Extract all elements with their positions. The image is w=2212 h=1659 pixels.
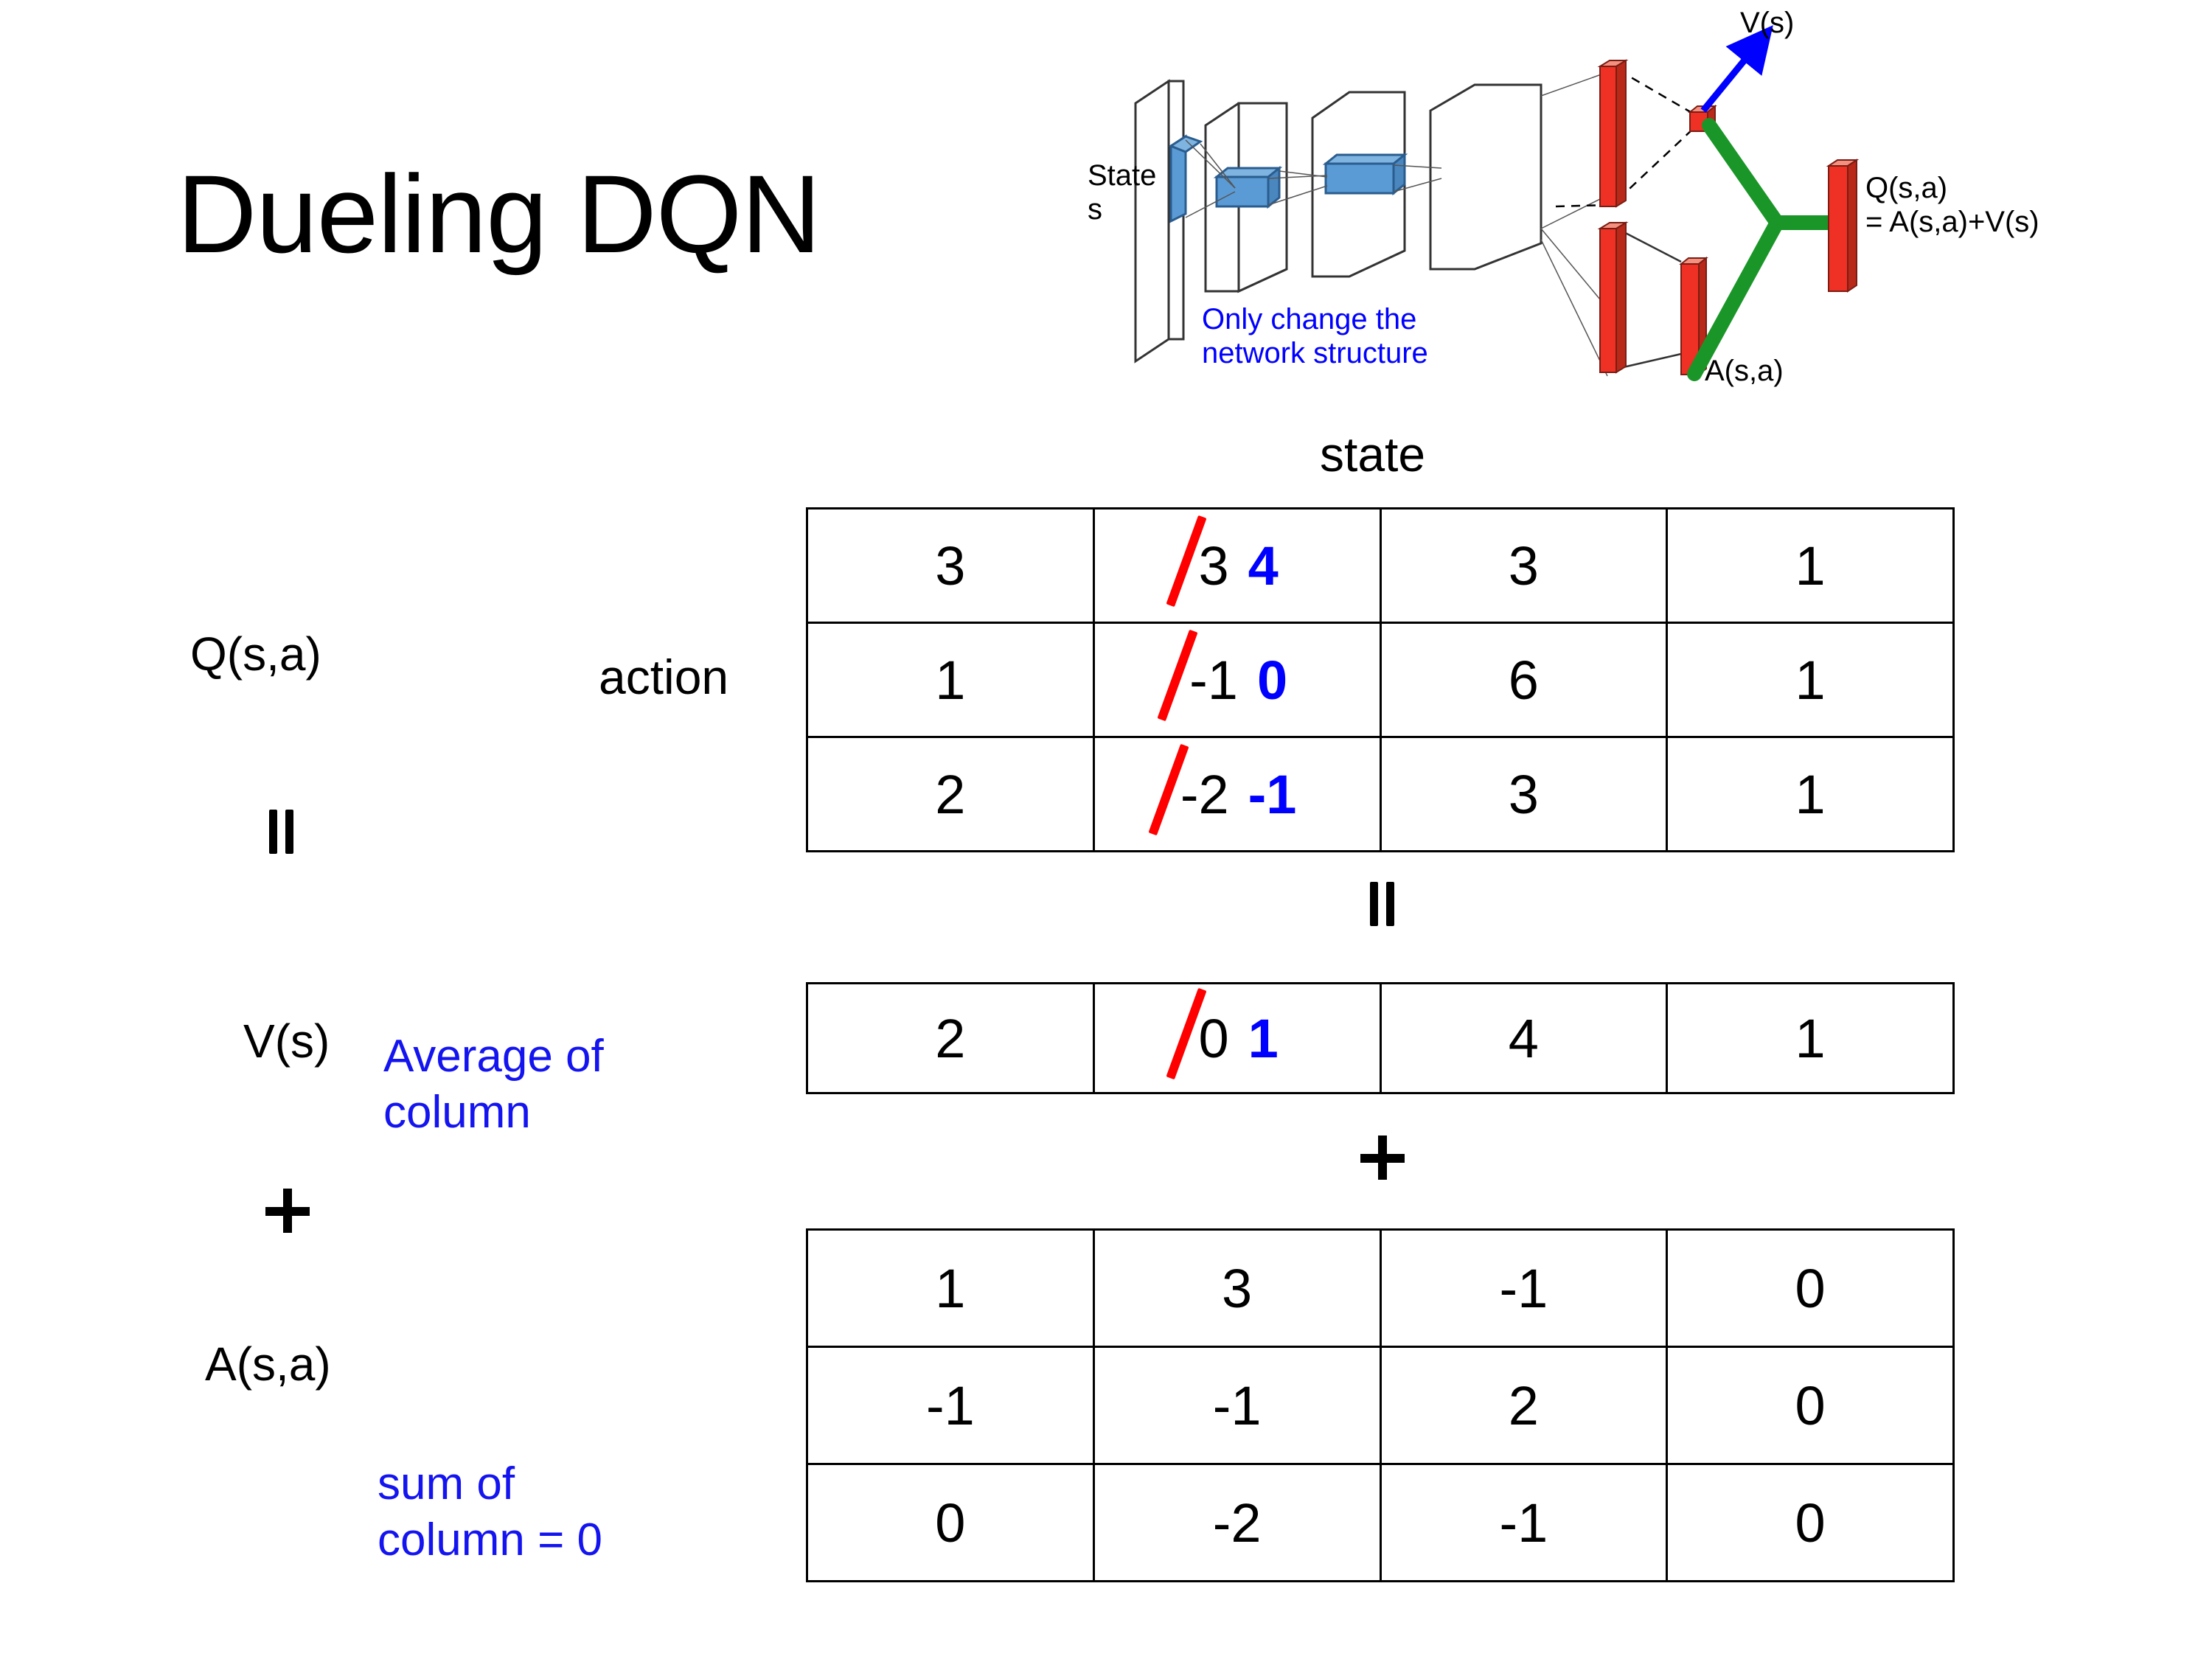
q-cell-r2c2: 3 [1379,736,1669,852]
table-row: 3 3 4 3 1 [806,507,1955,624]
q-old-value-r1c1: -1 [1186,649,1241,712]
q-cell-r2c3: 1 [1666,736,1955,852]
diagram-a-output-label: A(s,a) [1705,355,1784,387]
average-note-line1: Average of [383,1031,604,1082]
a-cell-r2c1: -2 [1092,1463,1382,1582]
left-equals-operator [262,810,302,854]
v-cell-c2: 4 [1379,982,1669,1094]
q-cell-r1c0: 1 [806,622,1095,738]
a-cell-r1c3: 0 [1666,1346,1955,1465]
q-old-value-r2c1: -2 [1178,763,1232,826]
a-cell-r0c2: -1 [1379,1228,1669,1348]
page-title: Dueling DQN [177,152,821,276]
q-old-value-r0c1: 3 [1195,535,1231,597]
diagram-note-line1: Only change the [1202,303,1417,335]
table-row: 1 -1 0 6 1 [806,622,1955,738]
left-plus-operator [265,1189,310,1233]
a-cell-r1c0: -1 [806,1346,1095,1465]
q-cell-r0c2: 3 [1379,507,1669,624]
q-cell-r0c3: 1 [1666,507,1955,624]
q-new-value-r1c1: 0 [1256,649,1288,711]
a-cell-r0c1: 3 [1092,1228,1382,1348]
q-cell-r0c0: 3 [806,507,1095,624]
q-output-line2: = A(s,a)+V(s) [1865,206,2039,238]
table-row: -1 -1 2 0 [806,1346,1955,1465]
q-cell-r0c1: 3 4 [1092,507,1382,624]
q-new-value-r2c1: -1 [1248,763,1297,825]
table-row: 2 -2 -1 3 1 [806,736,1955,852]
a-cell-r2c3: 0 [1666,1463,1955,1582]
a-cell-r0c3: 0 [1666,1228,1955,1348]
diagram-note: Only change the network structure [1202,302,1428,370]
a-cell-r1c2: 2 [1379,1346,1669,1465]
v-cell-c1: 0 1 [1092,982,1382,1094]
diagram-q-output-label: Q(s,a) = A(s,a)+V(s) [1865,171,2039,239]
q-section-label: Q(s,a) [190,627,321,681]
v-cell-c0: 2 [806,982,1095,1094]
advantage-value-table: 1 3 -1 0 -1 -1 2 0 0 -2 -1 0 [806,1228,1955,1582]
state-label-line1: State [1088,159,1157,192]
q-to-v-equals-operator [1363,882,1402,926]
state-label-line2: s [1088,193,1102,226]
a-cell-r2c2: -1 [1379,1463,1669,1582]
q-output-line1: Q(s,a) [1865,172,1948,204]
v-section-label: V(s) [243,1015,330,1068]
table-row: 2 0 1 4 1 [806,982,1955,1094]
network-architecture-diagram: State s Only change the network structur… [1088,7,2205,409]
diagram-v-output-label: V(s) [1740,7,1795,39]
q-cell-r2c1: -2 -1 [1092,736,1382,852]
table-row: 1 3 -1 0 [806,1228,1955,1348]
state-axis-label: state [1320,427,1426,481]
a-cell-r1c1: -1 [1092,1346,1382,1465]
q-cell-r1c1: -1 0 [1092,622,1382,738]
q-cell-r1c3: 1 [1666,622,1955,738]
v-cell-c3: 1 [1666,982,1955,1094]
q-new-value-r0c1: 4 [1248,535,1279,597]
a-section-label: A(s,a) [205,1338,331,1391]
sum-of-column-note: sum of column = 0 [378,1456,602,1568]
average-of-column-note: Average of column [383,1029,604,1140]
action-axis-label: action [599,650,729,704]
q-value-table: 3 3 4 3 1 1 -1 0 6 1 2 -2 -1 3 1 [806,507,1955,852]
table-row: 0 -2 -1 0 [806,1463,1955,1582]
a-cell-r0c0: 1 [806,1228,1095,1348]
v-old-value-c1: 0 [1195,1007,1231,1070]
diagram-note-line2: network structure [1202,337,1428,369]
v-to-a-plus-operator [1360,1135,1405,1180]
average-note-line2: column [383,1086,531,1138]
diagram-state-label: State s [1088,159,1156,226]
a-cell-r2c0: 0 [806,1463,1095,1582]
q-cell-r2c0: 2 [806,736,1095,852]
sum-note-line2: column = 0 [378,1514,603,1565]
q-cell-r1c2: 6 [1379,622,1669,738]
sum-note-line1: sum of [378,1458,515,1509]
v-new-value-c1: 1 [1248,1007,1279,1069]
v-value-table: 2 0 1 4 1 [806,982,1955,1094]
